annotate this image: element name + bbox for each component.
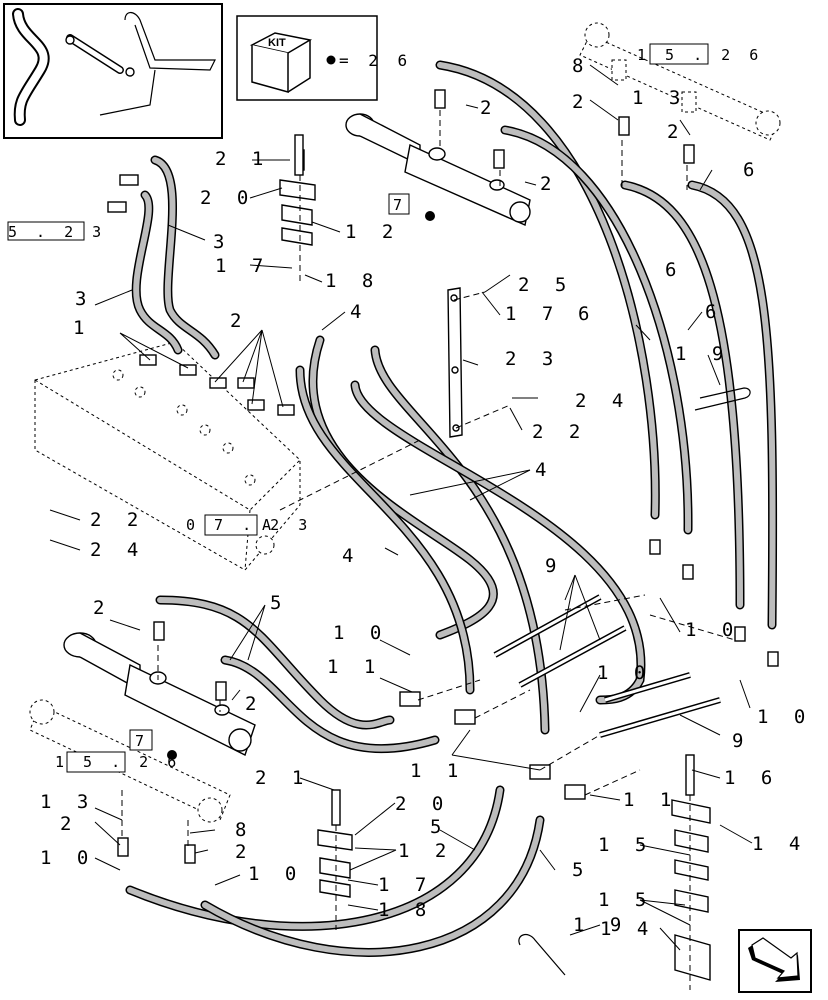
callout-label: 2 4 bbox=[90, 539, 145, 561]
callout-label: 8 bbox=[572, 55, 590, 77]
callout-label: 3 bbox=[213, 231, 231, 253]
callout-label: 6 bbox=[665, 259, 683, 281]
bracket-23 bbox=[447, 287, 463, 438]
callout-label: 4 bbox=[535, 459, 553, 481]
callout-label: 1 0 bbox=[333, 622, 388, 644]
callout-label: 1 4 bbox=[600, 918, 655, 940]
callout-label: 2 bbox=[93, 597, 111, 619]
ref-7-upper-box bbox=[388, 193, 410, 215]
callout-label: 5 bbox=[270, 592, 288, 614]
callout-label: 2 2 bbox=[90, 509, 145, 531]
callout-label: 6 bbox=[705, 301, 723, 323]
callout-label: 2 bbox=[480, 97, 498, 119]
ref-07-23-a-box bbox=[204, 514, 258, 536]
ref-7-lower: 7 bbox=[135, 732, 149, 750]
upper-left-cylinder[interactable] bbox=[345, 113, 531, 226]
callout-label: 2 bbox=[572, 91, 590, 113]
callout-label: 8 bbox=[235, 819, 253, 841]
callout-label: 1 3 bbox=[632, 87, 687, 109]
callout-label: 1 8 bbox=[378, 899, 433, 921]
callout-label: 1 0 bbox=[248, 863, 303, 885]
ref-15-26-lower: 1 5 . 2 6 bbox=[55, 753, 181, 771]
callout-label: 1 2 bbox=[345, 221, 400, 243]
ref-07-23-a: 0 7 . 2 3 bbox=[186, 516, 312, 534]
clamps bbox=[279, 134, 711, 981]
inset-thumbnail[interactable] bbox=[3, 3, 223, 139]
upper-kit-marker-icon bbox=[425, 211, 435, 221]
ref-5-23: 5 . 2 3 bbox=[8, 223, 106, 241]
callout-label: 4 bbox=[342, 545, 360, 567]
callout-label: 4 bbox=[350, 301, 368, 323]
ref-5-23-box bbox=[7, 221, 85, 241]
callout-label: 2 bbox=[667, 121, 685, 143]
rigid-pipes bbox=[493, 594, 721, 738]
callout-label: 1 0 bbox=[40, 847, 95, 869]
callout-label: 1 0 bbox=[757, 706, 812, 728]
callout-label: 2 0 bbox=[200, 187, 255, 209]
next-page-arrow-button[interactable] bbox=[738, 929, 812, 993]
callout-label: 2 bbox=[60, 813, 78, 835]
callout-label: 2 3 bbox=[505, 348, 560, 370]
ref-7-upper: 7 bbox=[393, 196, 407, 214]
callout-label: 1 5 bbox=[598, 834, 653, 856]
ref-15-26-top-box bbox=[649, 43, 709, 65]
callout-label: 2 bbox=[230, 310, 248, 332]
ref-15-26-lower-box bbox=[66, 751, 126, 773]
callout-label: 2 bbox=[540, 173, 558, 195]
callout-label: 2 5 bbox=[518, 274, 573, 296]
valve-block-ghost[interactable] bbox=[34, 341, 301, 571]
callout-label: 1 0 bbox=[685, 619, 740, 641]
leaders bbox=[49, 64, 753, 990]
callout-label: 1 1 bbox=[623, 789, 678, 811]
callout-label: 2 bbox=[235, 841, 253, 863]
callout-label: 1 6 bbox=[724, 767, 779, 789]
callout-label: 1 5 bbox=[598, 889, 653, 911]
callout-label: 1 7 bbox=[505, 303, 560, 325]
callout-label: 1 8 bbox=[325, 270, 380, 292]
callout-label: 2 bbox=[245, 693, 263, 715]
lower-kit-marker-icon bbox=[167, 750, 177, 760]
callout-label: 2 0 bbox=[395, 793, 450, 815]
callout-label: 1 9 bbox=[573, 914, 628, 936]
hoses bbox=[125, 60, 778, 957]
ref-15-26-top: 1 5 . 2 6 bbox=[637, 46, 763, 64]
callout-label: 1 1 bbox=[410, 760, 465, 782]
kit-bullet-icon bbox=[326, 55, 336, 65]
callout-label: 1 4 bbox=[752, 833, 807, 855]
callout-label: 9 bbox=[545, 555, 563, 577]
fittings bbox=[107, 89, 779, 864]
callout-label: 1 2 bbox=[398, 840, 453, 862]
callout-label: 2 2 bbox=[532, 421, 587, 443]
cotter-pins bbox=[518, 387, 751, 976]
callout-labels: 2 1 2 0 1 2 1 7 1 8 2 2 8 1 3 2 2 6 3 3 … bbox=[40, 55, 812, 940]
callout-label: 5 bbox=[430, 816, 448, 838]
reference-boxes: 1 5 . 2 6 5 . 2 3 7 0 7 . 2 3 A 7 1 5 . … bbox=[7, 43, 763, 773]
lower-left-cylinder[interactable] bbox=[63, 632, 256, 756]
callout-label: 9 bbox=[732, 730, 750, 752]
kit-quantity: = 2 6 bbox=[339, 51, 412, 70]
lower-left-cylinder-ghost[interactable] bbox=[29, 699, 231, 823]
ref-07-23-a-suffix: A bbox=[262, 516, 276, 534]
ref-7-lower-box bbox=[129, 729, 153, 751]
callout-label: 3 bbox=[75, 288, 93, 310]
callout-label: 1 1 bbox=[327, 656, 382, 678]
callout-label: 1 7 bbox=[378, 874, 433, 896]
callout-label: 2 4 bbox=[575, 390, 630, 412]
callout-label: 5 bbox=[572, 859, 590, 881]
kit-box: KIT = 2 6 bbox=[236, 15, 412, 101]
callout-label: 2 1 bbox=[215, 148, 270, 170]
upper-right-cylinder-ghost[interactable] bbox=[579, 22, 781, 141]
callout-label: 6 bbox=[578, 303, 596, 325]
callout-label: 2 1 bbox=[255, 767, 310, 789]
callout-label: 1 bbox=[73, 317, 91, 339]
callout-label: 1 3 bbox=[40, 791, 95, 813]
callout-label: 1 9 bbox=[675, 343, 730, 365]
kit-label: KIT bbox=[268, 37, 286, 49]
callout-label: 6 bbox=[743, 159, 761, 181]
callout-label: 1 0 bbox=[597, 662, 652, 684]
callout-label: 1 7 bbox=[215, 255, 270, 277]
